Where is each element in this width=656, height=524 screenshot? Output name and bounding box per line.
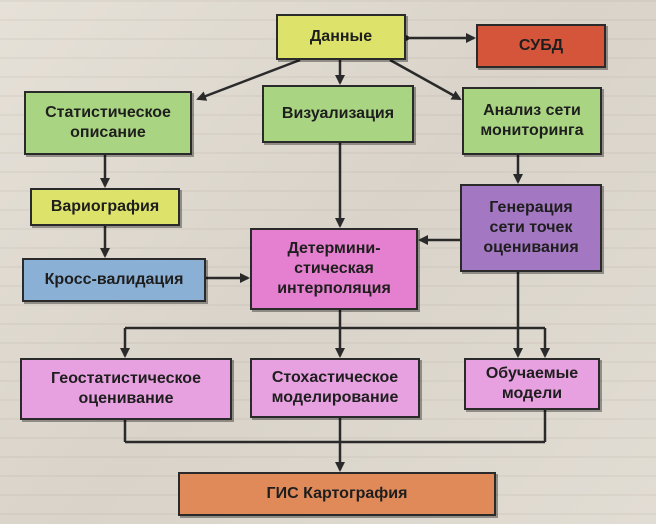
node-dbms: СУБД — [476, 24, 606, 68]
node-visualization: Визуализация — [262, 85, 414, 143]
node-grid-generation: Генерация сети точек оценивания — [460, 184, 602, 272]
arrow-data-statdesc — [196, 58, 301, 101]
node-geostat-estimation: Геостатистическое оценивание — [20, 358, 232, 420]
node-trainable-models: Обучаемые модели — [464, 358, 600, 410]
node-det-interpolation: Детермини- стическая интерполяция — [250, 228, 418, 310]
node-data: Данные — [276, 14, 406, 60]
node-gis-cartography: ГИС Картография — [178, 472, 496, 516]
node-variography: Вариография — [30, 188, 180, 226]
arrow-data-network — [389, 58, 462, 101]
node-network-analysis: Анализ сети мониторинга — [462, 87, 602, 155]
node-stochastic-modeling: Стохастическое моделирование — [250, 358, 420, 418]
node-stat-description: Статистическое описание — [24, 91, 192, 155]
node-cross-validation: Кросс-валидация — [22, 258, 206, 302]
